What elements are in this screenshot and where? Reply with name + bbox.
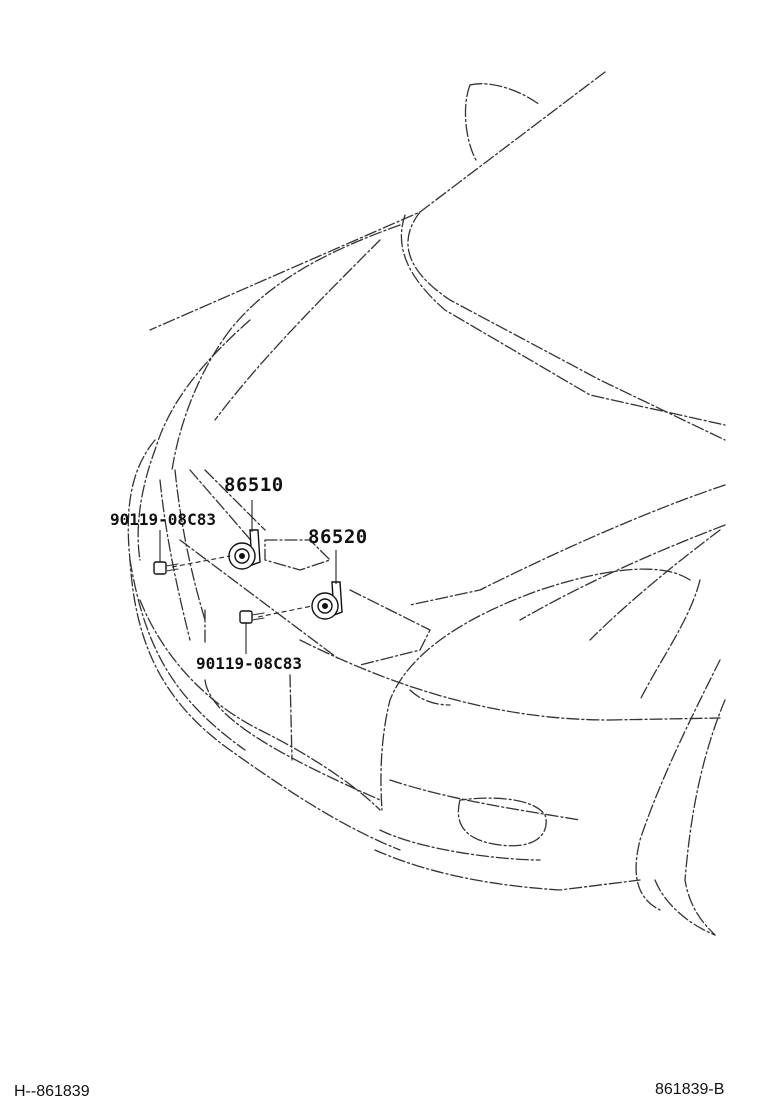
horn-low-part (311, 581, 343, 620)
callout-horn-high: 86510 (224, 474, 284, 496)
diagram-id-left: H--861839 (14, 1083, 90, 1100)
bolt-upper-part (153, 561, 179, 575)
callout-bolt-lower: 90119-08C83 (196, 654, 302, 673)
leader-lines (159, 500, 337, 654)
horn-high-part (228, 529, 261, 570)
car-body-outline (127, 71, 726, 936)
callout-horn-low: 86520 (308, 526, 368, 548)
diagram-id-right: 861839-B (655, 1081, 725, 1098)
callout-bolt-upper: 90119-08C83 (110, 510, 216, 529)
